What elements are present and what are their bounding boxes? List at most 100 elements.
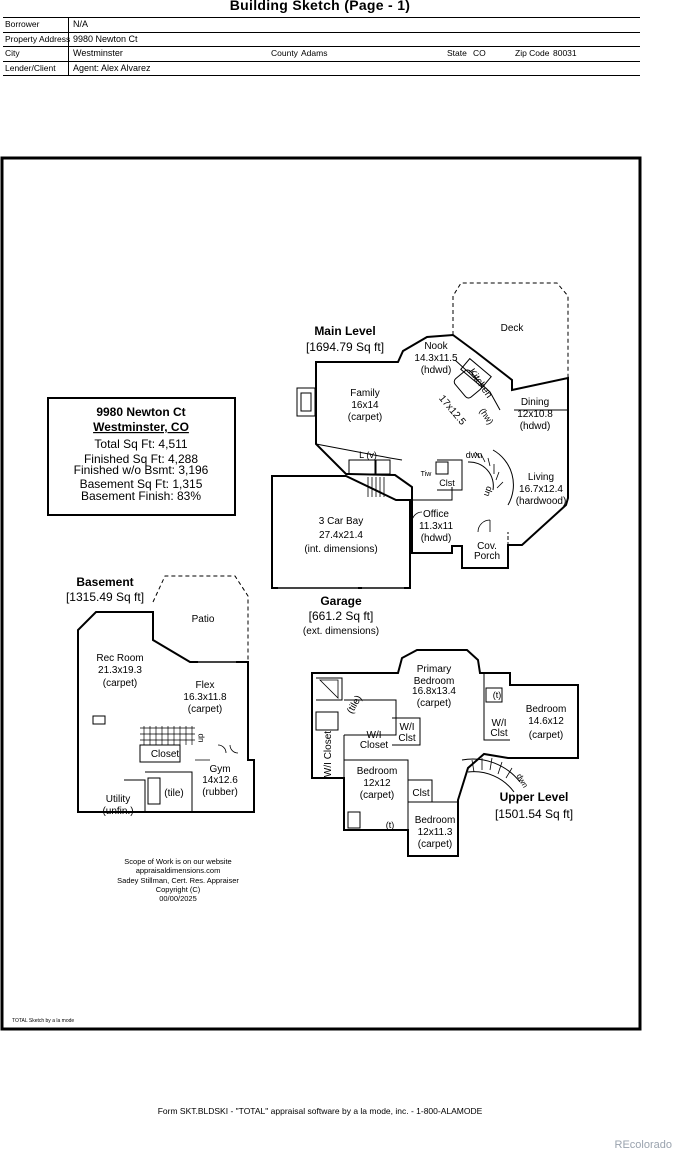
hall-bath-label: (t) — [386, 820, 395, 830]
office-north-wall — [411, 487, 453, 501]
kitchen-counter — [460, 357, 492, 389]
utility-note: (unfin.) — [102, 806, 133, 817]
gym-dim: 14x12.6 — [202, 775, 238, 786]
scope-line-1: Scope of Work is on our website — [124, 857, 231, 866]
bed-east-floor: (carpet) — [529, 730, 563, 741]
utility-label: Utility — [106, 794, 130, 805]
main-stair-dwn: dwn — [466, 450, 483, 460]
basement-exterior-walls — [77, 611, 255, 813]
basement-closet-label: Closet — [151, 749, 180, 760]
shower — [315, 711, 339, 731]
garage-title: Garage — [320, 594, 362, 608]
wi-closet-a-2: Closet — [360, 740, 389, 751]
basement-shower — [147, 777, 161, 805]
header-row-city: City Westminster County Adams State CO Z… — [3, 47, 640, 62]
summary-finished: Finished Sq Ft: 4,288 — [84, 452, 198, 466]
bed-east-dim: 14.6x12 — [528, 716, 564, 727]
primary-label-1: Primary — [417, 664, 451, 675]
wi-clst-b-1: W/I — [492, 718, 507, 729]
city-label: City — [5, 48, 20, 58]
garage-walls — [271, 475, 411, 589]
tiw-label: Tiw — [421, 471, 433, 478]
primary-floor: (carpet) — [417, 698, 451, 709]
scope-line-3: Sadey Stillman, Cert. Res. Appraiser — [117, 876, 239, 885]
primary-label-2: Bedroom — [414, 676, 455, 687]
page-title: Building Sketch (Page - 1) — [229, 0, 411, 13]
fireplace — [296, 387, 316, 417]
main-stair-arc — [467, 461, 494, 491]
garage-bay-note: (int. dimensions) — [304, 544, 377, 555]
nook-floor: (hdwd) — [421, 365, 452, 376]
office-door — [411, 511, 423, 523]
wi-clst-a-1: W/I — [400, 722, 415, 733]
tub — [316, 677, 343, 701]
laundry-box — [348, 459, 376, 475]
basement-title: Basement — [76, 575, 133, 589]
family-south-wall — [315, 443, 403, 461]
mid-bed-wall — [344, 759, 409, 830]
upper-clst-label: Clst — [412, 788, 429, 799]
sketch-credit: TOTAL Sketch by a la mode — [12, 1018, 74, 1024]
summary-basement-finish: Basement Finish: 83% — [81, 489, 201, 503]
porch-label-1: Cov. — [477, 541, 497, 552]
wi-closet-a-1: W/I — [367, 730, 382, 741]
upper-stair-arc-inner — [467, 771, 515, 793]
header-table: Borrower N/A Property Address 9980 Newto… — [3, 17, 640, 76]
basement-area: [1315.49 Sq ft] — [66, 590, 144, 604]
closet-box — [435, 461, 449, 475]
bed-mid-floor: (carpet) — [360, 790, 394, 801]
office-label: Office — [423, 509, 449, 520]
upper-level-area: [1501.54 Sq ft] — [495, 807, 573, 821]
bed-mid-label: Bedroom — [357, 766, 398, 777]
state-value: CO — [473, 48, 486, 58]
upper-level-title: Upper Level — [500, 790, 569, 804]
family-floor: (carpet) — [348, 412, 382, 423]
hw-label: (hw) — [477, 406, 495, 426]
summary-total: Total Sq Ft: 4,511 — [94, 437, 187, 451]
main-level-plan — [296, 282, 569, 569]
bed-south-label: Bedroom — [415, 815, 456, 826]
basement-plan — [77, 575, 255, 813]
island-dim: 17x12.5 — [436, 393, 468, 428]
basement-stair-up: up — [196, 733, 205, 742]
header-row-address: Property Address 9980 Newton Ct — [3, 33, 640, 47]
summary-city: Westminster, CO — [93, 420, 189, 434]
scope-line-2: appraisaldimensions.com — [136, 866, 221, 875]
porch-outline — [461, 532, 509, 569]
flex-floor: (carpet) — [188, 704, 222, 715]
closet-walls — [437, 459, 463, 491]
main-stair-arc-outer — [492, 449, 514, 506]
summary-basement-sqft: Basement Sq Ft: 1,315 — [80, 477, 203, 491]
tub-inner — [319, 679, 339, 699]
main-level-labels: Main Level [1694.79 Sq ft] Deck Nook 14.… — [303, 323, 566, 637]
family-label: Family — [350, 388, 379, 399]
flex-label: Flex — [196, 680, 215, 691]
flex-dim: 16.3x11.8 — [183, 692, 227, 703]
upper-clst-box — [408, 779, 433, 803]
deck-label: Deck — [501, 323, 525, 334]
upper-stair-arc — [461, 758, 521, 783]
hall-shower — [347, 811, 361, 829]
summary-address: 9980 Newton Ct — [96, 405, 185, 419]
state-label: State — [447, 48, 467, 58]
borrower-label: Borrower — [5, 19, 40, 29]
lender-value: Agent: Alex Alvarez — [73, 62, 151, 73]
bed-south-floor: (carpet) — [418, 839, 452, 850]
scope-line-5: 00/00/2025 — [159, 894, 197, 903]
upper-level-plan — [311, 649, 579, 857]
wi-closet-vertical: W/I Closet — [323, 731, 334, 777]
upper-level-labels: Primary Bedroom 16.8x13.4 (carpet) (tile… — [323, 664, 573, 850]
garage-bay-label: 3 Car Bay — [319, 516, 363, 527]
utility-walls — [124, 771, 193, 812]
header-row-borrower: Borrower N/A — [3, 18, 640, 33]
sketch-frame — [0, 156, 642, 1031]
rec-dim: 21.3x19.3 — [98, 665, 142, 676]
dining-dim: 12x10.8 — [517, 409, 553, 420]
kitchen-label: Kitchen — [466, 367, 494, 401]
gym-doors — [195, 744, 239, 761]
county-label: County — [271, 48, 298, 58]
bed-mid-dim: 12x12 — [363, 778, 391, 789]
patio-outline — [152, 575, 249, 662]
bed-east-label: Bedroom — [526, 704, 567, 715]
header-row-lender: Lender/Client Agent: Alex Alvarez — [3, 62, 640, 76]
